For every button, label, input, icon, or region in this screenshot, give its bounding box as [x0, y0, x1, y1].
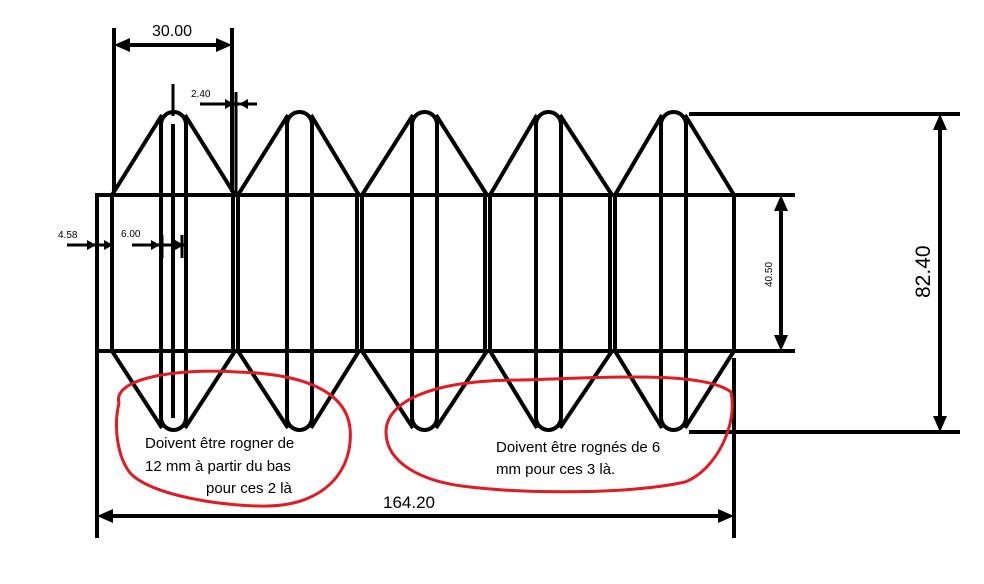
annotation-left-line1: Doivent être rogner de [145, 435, 294, 452]
fold-4 [488, 110, 614, 432]
dimension-inner [132, 235, 186, 258]
dimension-total-length [95, 351, 736, 538]
dimension-inner-height [734, 193, 795, 353]
fold-3 [360, 110, 489, 432]
dimension-inner-height-label: 40.50 [764, 262, 775, 287]
annotation-left-circle [115, 369, 352, 508]
dimension-flange-label: 4.58 [58, 230, 78, 241]
dimension-inner-label: 6.00 [121, 229, 141, 240]
body-rectangle [95, 193, 736, 353]
bellows-body [95, 193, 736, 353]
annotation-right-line1: Doivent être rognés de 6 [496, 439, 660, 456]
fold-5 [613, 110, 736, 432]
dimension-gap [171, 84, 257, 196]
annotation-left-line3: pour ces 2 là [206, 480, 293, 497]
dimension-flange [67, 238, 113, 276]
annotation-left-line2: 12 mm à partir du bas [145, 458, 291, 475]
annotation-right-line2: mm pour ces 3 là. [496, 461, 615, 478]
annotation-right: Doivent être rognés de 6 mm pour ces 3 l… [384, 375, 734, 494]
fold-2 [236, 110, 361, 432]
dimension-gap-label: 2.40 [191, 89, 211, 100]
dimension-total-length-label: 164.20 [383, 493, 435, 512]
convolutions [110, 110, 736, 432]
dimension-pitch [112, 28, 234, 192]
annotation-right-circle [384, 375, 734, 494]
annotation-left: Doivent être rogner de 12 mm à partir du… [115, 369, 352, 508]
dimension-outer-height-label: 82.40 [912, 245, 935, 298]
fold-1 [110, 110, 237, 432]
dimension-pitch-label: 30.00 [152, 23, 192, 40]
